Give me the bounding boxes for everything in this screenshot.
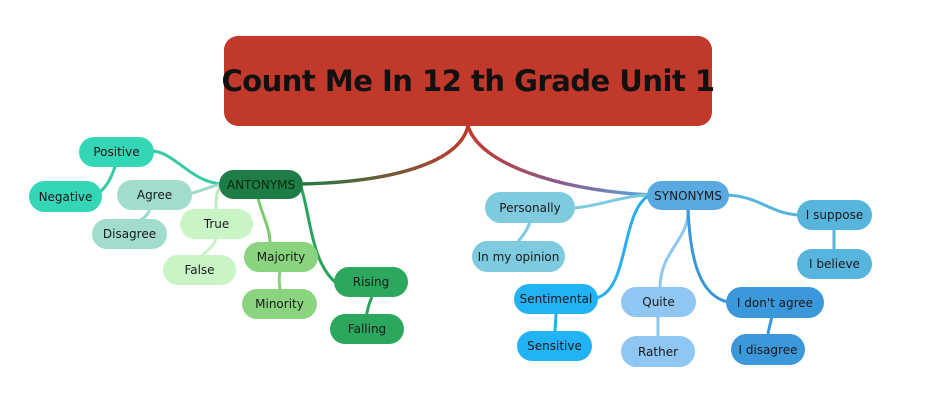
node-sentimental[interactable]: Sentimental (514, 284, 598, 314)
branch-antonyms[interactable]: ANTONYMS (219, 170, 303, 199)
node-in-my-opinion[interactable]: In my opinion (472, 241, 565, 272)
node-rather[interactable]: Rather (621, 336, 695, 367)
node-negative[interactable]: Negative (29, 181, 102, 212)
root-topic[interactable]: Count Me In 12 th Grade Unit 1 (221, 36, 715, 126)
node-sensitive[interactable]: Sensitive (517, 331, 592, 361)
node-i-dont-agree[interactable]: I don't agree (726, 287, 824, 318)
node-i-disagree[interactable]: I disagree (731, 334, 805, 365)
node-agree[interactable]: Agree (117, 180, 192, 210)
node-true[interactable]: True (180, 209, 253, 239)
branch-synonyms[interactable]: SYNONYMS (647, 181, 729, 210)
node-i-believe[interactable]: I believe (797, 249, 872, 279)
node-personally[interactable]: Personally (485, 192, 575, 223)
node-rising[interactable]: Rising (334, 267, 408, 297)
node-i-suppose[interactable]: I suppose (797, 200, 872, 230)
node-falling[interactable]: Falling (330, 314, 404, 344)
node-positive[interactable]: Positive (79, 137, 154, 167)
node-majority[interactable]: Majority (244, 242, 318, 272)
node-false[interactable]: False (163, 255, 236, 285)
node-quite[interactable]: Quite (621, 287, 696, 317)
node-minority[interactable]: Minority (242, 289, 317, 319)
node-disagree[interactable]: Disagree (92, 219, 167, 249)
